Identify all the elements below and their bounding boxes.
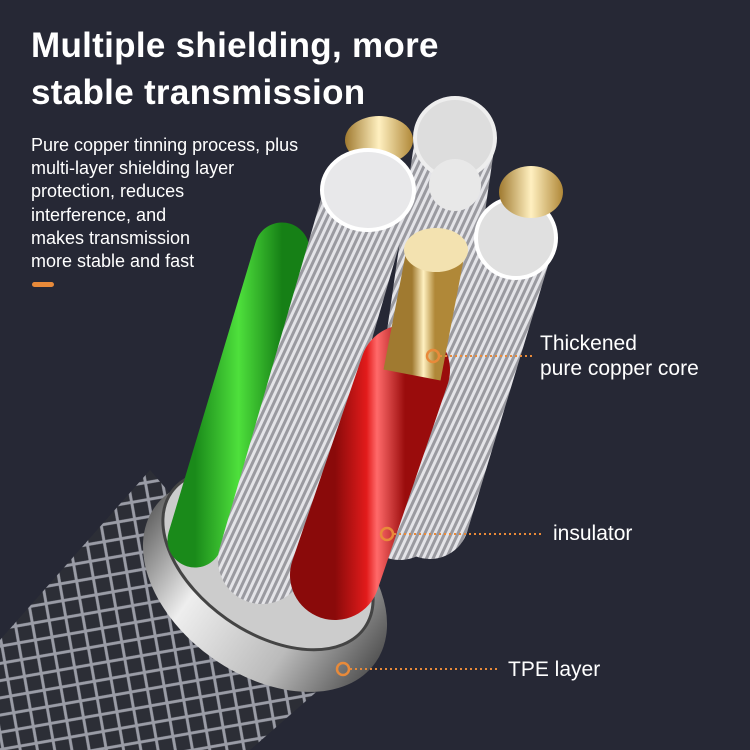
description-line: more stable and fast bbox=[31, 251, 195, 272]
callout-dot-tpe bbox=[335, 661, 351, 677]
callout-tpe-layer: TPE layer bbox=[508, 657, 600, 682]
callout-dot-core bbox=[425, 348, 441, 364]
description-line: protection, reduces bbox=[31, 181, 185, 202]
callout-line: Thickened bbox=[540, 332, 637, 355]
callout-copper-core: Thickened pure copper core bbox=[540, 331, 699, 381]
silver-strand bbox=[218, 148, 416, 604]
callout-dot-insulator bbox=[379, 526, 395, 542]
callout-lines bbox=[335, 348, 542, 677]
description-line: makes transmission bbox=[31, 227, 191, 248]
callout-line: insulator bbox=[553, 522, 633, 545]
title-line: Multiple shielding, more bbox=[31, 26, 439, 65]
copper-core bbox=[383, 228, 468, 381]
title-line: stable transmission bbox=[31, 73, 366, 112]
red-insulator bbox=[290, 325, 450, 620]
description-line: interference, and bbox=[31, 204, 167, 225]
green-wire bbox=[167, 222, 310, 568]
callout-line: TPE layer bbox=[508, 658, 601, 681]
callout-line: pure copper core bbox=[540, 357, 699, 380]
description: Pure copper tinning process, plus multi-… bbox=[31, 134, 341, 273]
callout-insulator: insulator bbox=[553, 521, 632, 546]
description-line: Pure copper tinning process, plus bbox=[31, 135, 299, 155]
description-line: multi-layer shielding layer bbox=[31, 158, 235, 179]
page-title: Multiple shielding, more stable transmis… bbox=[31, 22, 439, 116]
accent-bar bbox=[32, 282, 54, 287]
